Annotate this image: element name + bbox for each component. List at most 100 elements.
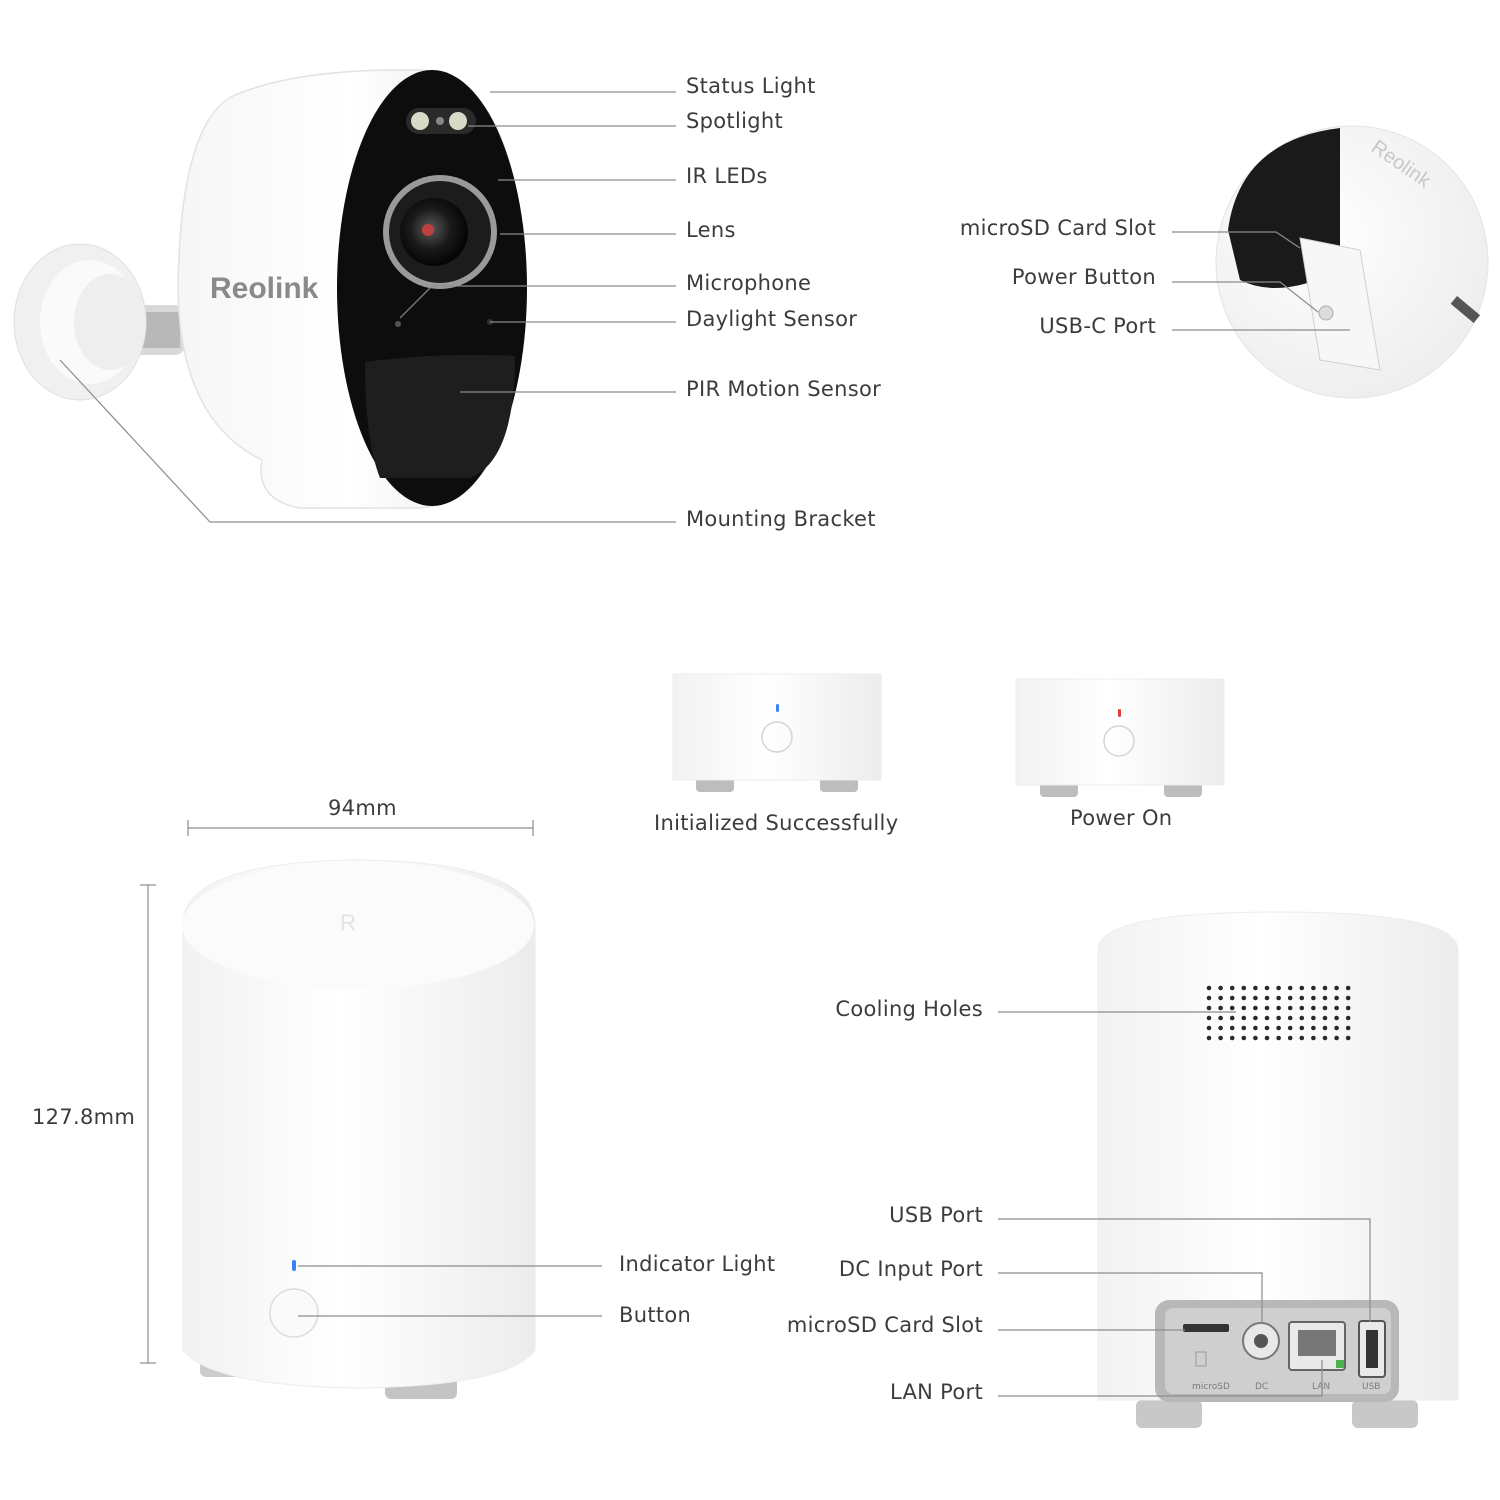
cooling-hole <box>1287 985 1293 991</box>
cooling-hole <box>1253 1005 1258 1011</box>
label-mounting-bracket: Mounting Bracket <box>686 507 876 531</box>
cooling-hole <box>1345 1025 1351 1031</box>
cooling-hole <box>1299 995 1305 1001</box>
cooling-hole <box>1276 985 1281 991</box>
label-back-microsd-slot: microSD Card Slot <box>786 1313 983 1337</box>
cooling-hole <box>1264 1005 1270 1011</box>
cooling-hole <box>1206 1025 1212 1031</box>
cooling-hole <box>1345 1005 1351 1011</box>
cooling-hole <box>1276 995 1281 1001</box>
hub-front-indicator <box>292 1260 296 1271</box>
cooling-hole <box>1311 1005 1316 1011</box>
label-lan-port: LAN Port <box>890 1380 983 1404</box>
cooling-hole <box>1311 1035 1316 1041</box>
cooling-hole <box>1218 1015 1223 1021</box>
label-power-on: Power On <box>1070 806 1173 830</box>
cooling-hole <box>1264 1035 1270 1041</box>
cooling-hole <box>1253 1035 1258 1041</box>
cooling-hole <box>1253 1015 1258 1021</box>
mounting-bracket <box>13 243 185 401</box>
hub-state-initialized <box>672 673 882 792</box>
lens-assembly <box>383 175 497 289</box>
cooling-hole <box>1264 985 1270 991</box>
cooling-hole <box>1218 1005 1223 1011</box>
cooling-hole <box>1345 985 1351 991</box>
cooling-hole <box>1264 995 1270 1001</box>
cooling-hole <box>1334 1025 1339 1031</box>
cooling-hole <box>1218 1025 1223 1031</box>
cooling-hole <box>1299 1015 1305 1021</box>
cooling-holes-grid <box>1206 985 1351 1041</box>
cooling-hole <box>1218 985 1223 991</box>
cooling-hole <box>1276 1025 1281 1031</box>
cooling-hole <box>1253 985 1258 991</box>
label-daylight-sensor: Daylight Sensor <box>686 307 858 331</box>
hub-back-leader-lines <box>998 1011 1371 1397</box>
power-on-indicator <box>1118 709 1121 717</box>
cooling-hole <box>1311 995 1316 1001</box>
cooling-hole <box>1299 985 1305 991</box>
cooling-hole <box>1229 995 1235 1001</box>
cooling-hole <box>1241 1005 1247 1011</box>
label-ir-leds: IR LEDs <box>686 164 768 188</box>
cooling-hole <box>1299 1025 1305 1031</box>
cooling-hole <box>1206 995 1212 1001</box>
cooling-hole <box>1322 1025 1328 1031</box>
pir-window <box>365 354 515 478</box>
cooling-hole <box>1276 1005 1281 1011</box>
cooling-hole <box>1253 995 1258 1001</box>
port-legend-dc: DC <box>1255 1382 1268 1392</box>
label-lens: Lens <box>686 218 736 242</box>
label-pir-motion-sensor: PIR Motion Sensor <box>686 377 882 401</box>
cooling-hole <box>1322 1015 1328 1021</box>
cooling-hole <box>1287 1025 1293 1031</box>
camera-side-detail: Reolink <box>1215 125 1489 399</box>
initialized-indicator <box>776 704 779 712</box>
cooling-hole <box>1264 1025 1270 1031</box>
microphone-hole <box>395 321 401 327</box>
hub-front-illustration: R <box>182 859 536 1399</box>
port-panel: microSD DC LAN USB <box>1155 1300 1399 1402</box>
cooling-hole <box>1206 1035 1212 1041</box>
camera-leader-lines <box>59 91 676 523</box>
cooling-hole <box>1241 985 1247 991</box>
cooling-hole <box>1345 1035 1351 1041</box>
port-legend-usb: USB <box>1362 1382 1380 1392</box>
cooling-hole <box>1311 985 1316 991</box>
height-dimension: 127.8mm <box>32 1105 136 1129</box>
cooling-hole <box>1253 1025 1258 1031</box>
cooling-hole <box>1334 985 1339 991</box>
cooling-hole <box>1299 1005 1305 1011</box>
label-dc-input-port: DC Input Port <box>838 1257 983 1281</box>
label-initialized-successfully: Initialized Successfully <box>654 811 899 835</box>
svg-text:R: R <box>340 910 356 935</box>
port-legend-lan: LAN <box>1312 1382 1330 1392</box>
cooling-hole <box>1322 1035 1328 1041</box>
camera-brand-logo: Reolink <box>210 272 319 305</box>
cooling-hole <box>1334 995 1339 1001</box>
label-side-microsd-slot: microSD Card Slot <box>959 216 1156 240</box>
cooling-hole <box>1287 1005 1293 1011</box>
port-legend-microsd: microSD <box>1192 1382 1230 1392</box>
cooling-hole <box>1206 985 1212 991</box>
cooling-hole <box>1345 1015 1351 1021</box>
label-usb-port: USB Port <box>889 1203 983 1227</box>
label-indicator-light: Indicator Light <box>619 1252 776 1276</box>
hub-front-leader-lines <box>298 1265 602 1317</box>
label-microphone: Microphone <box>686 271 812 295</box>
cooling-hole <box>1241 995 1247 1001</box>
label-button: Button <box>619 1303 692 1327</box>
spotlight-leds <box>406 108 476 134</box>
cooling-hole <box>1206 1005 1212 1011</box>
label-cooling-holes: Cooling Holes <box>835 997 983 1021</box>
cooling-hole <box>1287 1035 1293 1041</box>
cooling-hole <box>1334 1005 1339 1011</box>
cooling-hole <box>1229 1035 1235 1041</box>
cooling-hole <box>1334 1015 1339 1021</box>
hub-back-illustration: microSD DC LAN USB <box>1097 911 1459 1428</box>
cooling-hole <box>1322 1005 1328 1011</box>
cooling-hole <box>1241 1015 1247 1021</box>
cooling-hole <box>1299 1035 1305 1041</box>
label-status-light: Status Light <box>686 74 816 98</box>
